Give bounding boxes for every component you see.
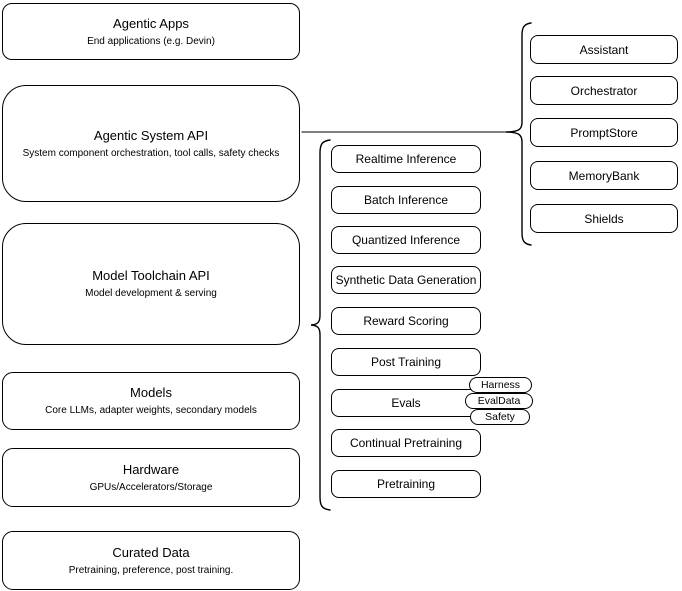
layer-subtitle: End applications (e.g. Devin)	[87, 35, 215, 47]
toolchain-item-label: Evals	[391, 396, 421, 410]
layer-box-hardware: Hardware GPUs/Accelerators/Storage	[2, 448, 300, 507]
layer-box-curated-data: Curated Data Pretraining, preference, po…	[2, 531, 300, 590]
layer-title: Agentic Apps	[113, 15, 189, 31]
toolchain-item-reward-scoring: Reward Scoring	[331, 307, 481, 335]
layer-subtitle: Pretraining, preference, post training.	[68, 564, 234, 576]
toolchain-item-label: Post Training	[370, 355, 442, 369]
system-component-label: Orchestrator	[570, 83, 638, 98]
toolchain-item-continual-pretraining: Continual Pretraining	[331, 429, 481, 457]
layer-subtitle: Core LLMs, adapter weights, secondary mo…	[45, 405, 257, 416]
toolchain-item-batch-inference: Batch Inference	[331, 186, 481, 214]
toolchain-item-synthetic-data-generation: Synthetic Data Generation	[331, 266, 481, 294]
toolchain-item-label: Continual Pretraining	[349, 436, 463, 450]
system-component-shields: Shields	[530, 204, 678, 233]
system-component-memorybank: MemoryBank	[530, 161, 678, 190]
layer-title: Curated Data	[112, 544, 190, 560]
system-component-label: Assistant	[579, 42, 629, 57]
layer-subtitle: Model development & serving	[85, 288, 217, 299]
layer-box-agentic-system-api: Agentic System API System component orch…	[2, 85, 300, 202]
eval-tag-evaldata: EvalData	[465, 393, 533, 409]
eval-tag-harness: Harness	[469, 377, 532, 393]
system-component-label: MemoryBank	[568, 168, 640, 183]
system-components-group-brace	[505, 22, 532, 246]
toolchain-item-pretraining: Pretraining	[331, 470, 481, 498]
toolchain-item-label: Synthetic Data Generation	[335, 273, 477, 287]
eval-tag-label: Safety	[485, 411, 515, 423]
toolchain-item-label: Batch Inference	[363, 193, 449, 207]
layer-title: Models	[130, 385, 172, 400]
eval-tag-label: EvalData	[477, 395, 521, 407]
layer-subtitle: GPUs/Accelerators/Storage	[89, 481, 213, 493]
eval-tag-label: Harness	[480, 379, 521, 391]
system-component-orchestrator: Orchestrator	[530, 76, 678, 105]
toolchain-group-brace	[310, 139, 331, 511]
system-component-promptstore: PromptStore	[530, 118, 678, 147]
system-component-label: Shields	[584, 211, 624, 226]
toolchain-item-label: Realtime Inference	[355, 152, 457, 166]
layer-subtitle: System component orchestration, tool cal…	[22, 147, 280, 159]
toolchain-item-label: Reward Scoring	[363, 314, 449, 328]
eval-tag-safety: Safety	[470, 409, 530, 425]
toolchain-item-evals: Evals	[331, 389, 481, 417]
layer-title: Hardware	[122, 461, 180, 477]
system-component-label: PromptStore	[570, 125, 638, 140]
layer-title: Agentic System API	[93, 127, 209, 143]
toolchain-item-realtime-inference: Realtime Inference	[331, 145, 481, 173]
system-component-assistant: Assistant	[530, 35, 678, 64]
toolchain-item-quantized-inference: Quantized Inference	[331, 226, 481, 254]
toolchain-item-label: Pretraining	[376, 477, 436, 491]
layer-title: Model Toolchain API	[92, 268, 210, 283]
toolchain-item-label: Quantized Inference	[351, 233, 461, 247]
toolchain-item-post-training: Post Training	[331, 348, 481, 376]
layer-box-model-toolchain-api: Model Toolchain API Model development & …	[2, 223, 300, 345]
layer-box-agentic-apps: Agentic Apps End applications (e.g. Devi…	[2, 3, 300, 60]
layer-box-models: Models Core LLMs, adapter weights, secon…	[2, 372, 300, 430]
